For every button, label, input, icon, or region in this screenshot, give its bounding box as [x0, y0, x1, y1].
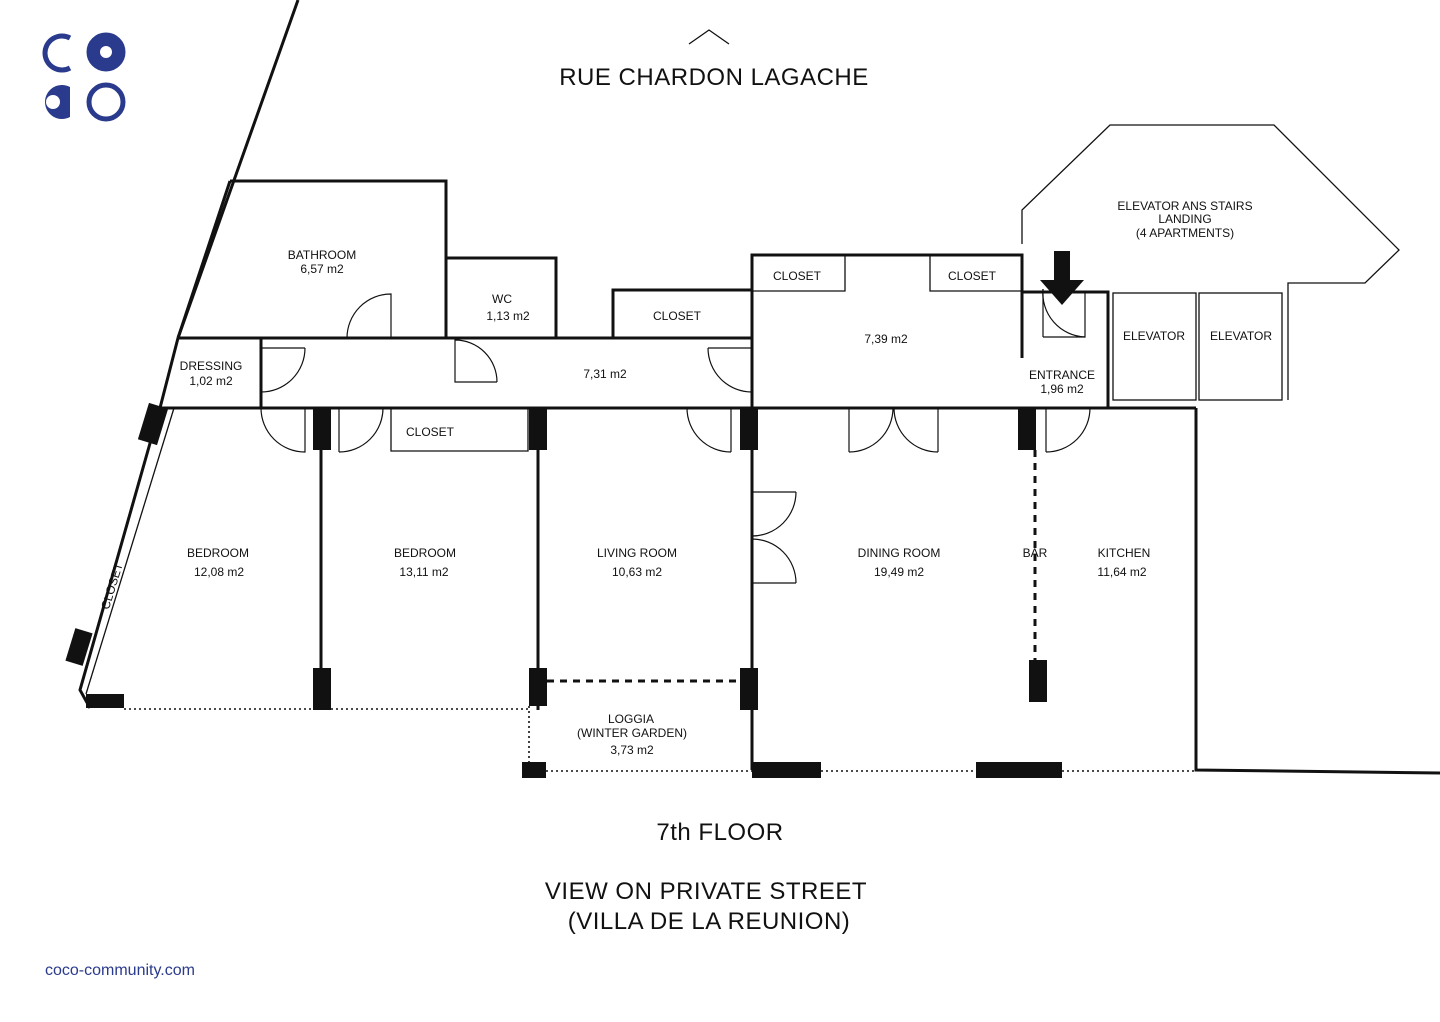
view-line2: (VILLA DE LA REUNION) — [568, 908, 851, 935]
kitchen-area: 11,64 m2 — [1097, 565, 1146, 579]
coco-logo — [42, 32, 126, 122]
foyer-area: 7,39 m2 — [864, 332, 908, 346]
entrance-arrow-icon — [1040, 251, 1084, 305]
elevator-1-label: ELEVATOR — [1123, 329, 1185, 343]
wc-wall — [446, 256, 558, 338]
bathroom-area: 6,57 m2 — [300, 262, 344, 276]
hall-area: 7,31 m2 — [583, 367, 627, 381]
bar-name: BAR — [1023, 546, 1048, 560]
landing-line2: LANDING — [1158, 212, 1211, 226]
bedroom1-area: 12,08 m2 — [194, 565, 244, 579]
landing-line1: ELEVATOR ANS STAIRS — [1117, 199, 1252, 213]
bedroom2-area: 13,11 m2 — [399, 565, 448, 579]
north-chevron-icon — [688, 29, 730, 45]
dressing-area: 1,02 m2 — [189, 374, 233, 388]
dressing-name: DRESSING — [180, 359, 243, 373]
bedroom-closet-box — [390, 408, 529, 452]
entrance-name: ENTRANCE — [1029, 368, 1095, 382]
dining-name: DINING ROOM — [858, 546, 941, 560]
dining-area: 19,49 m2 — [874, 565, 924, 579]
view-line1: VIEW ON PRIVATE STREET — [545, 878, 867, 905]
closet-diag-label: CLOSET — [98, 560, 126, 611]
entrance-area: 1,96 m2 — [1040, 382, 1084, 396]
bathroom-name: BATHROOM — [288, 248, 356, 262]
kitchen-wall — [1194, 408, 1440, 775]
street-top-label: RUE CHARDON LAGACHE — [559, 64, 869, 91]
closet-top2-label: CLOSET — [948, 269, 997, 283]
landing-outline — [1021, 124, 1400, 400]
logo-c-top — [42, 33, 72, 73]
closet-top1-label: CLOSET — [773, 269, 822, 283]
loggia-line1: LOGGIA — [608, 712, 654, 726]
closet-bed-label: CLOSET — [406, 425, 455, 439]
floor-label: 7th FLOOR — [656, 819, 783, 846]
wc-area: 1,13 m2 — [486, 309, 530, 323]
kitchen-name: KITCHEN — [1098, 546, 1151, 560]
closet-hall-label: CLOSET — [653, 309, 702, 323]
landing-line3: (4 APARTMENTS) — [1136, 226, 1234, 240]
living-area: 10,63 m2 — [612, 565, 662, 579]
closet-hall-wall — [611, 288, 754, 408]
foyer-wall — [750, 253, 1024, 408]
logo-o-bottom — [86, 82, 126, 122]
bedroom1-name: BEDROOM — [187, 546, 249, 560]
elevator-1-box — [1112, 292, 1197, 401]
bathroom-wall — [230, 179, 448, 338]
diagonal-exterior-wall — [78, 407, 162, 709]
loggia-area: 3,73 m2 — [610, 743, 654, 757]
wc-name: WC — [492, 292, 512, 306]
doors — [260, 293, 1091, 584]
loggia-line2: (WINTER GARDEN) — [577, 726, 687, 740]
elevator-2-label: ELEVATOR — [1210, 329, 1272, 343]
bedroom2-name: BEDROOM — [394, 546, 456, 560]
website-link[interactable]: coco-community.com — [45, 962, 195, 979]
living-name: LIVING ROOM — [597, 546, 677, 560]
elevator-2-box — [1198, 292, 1283, 401]
